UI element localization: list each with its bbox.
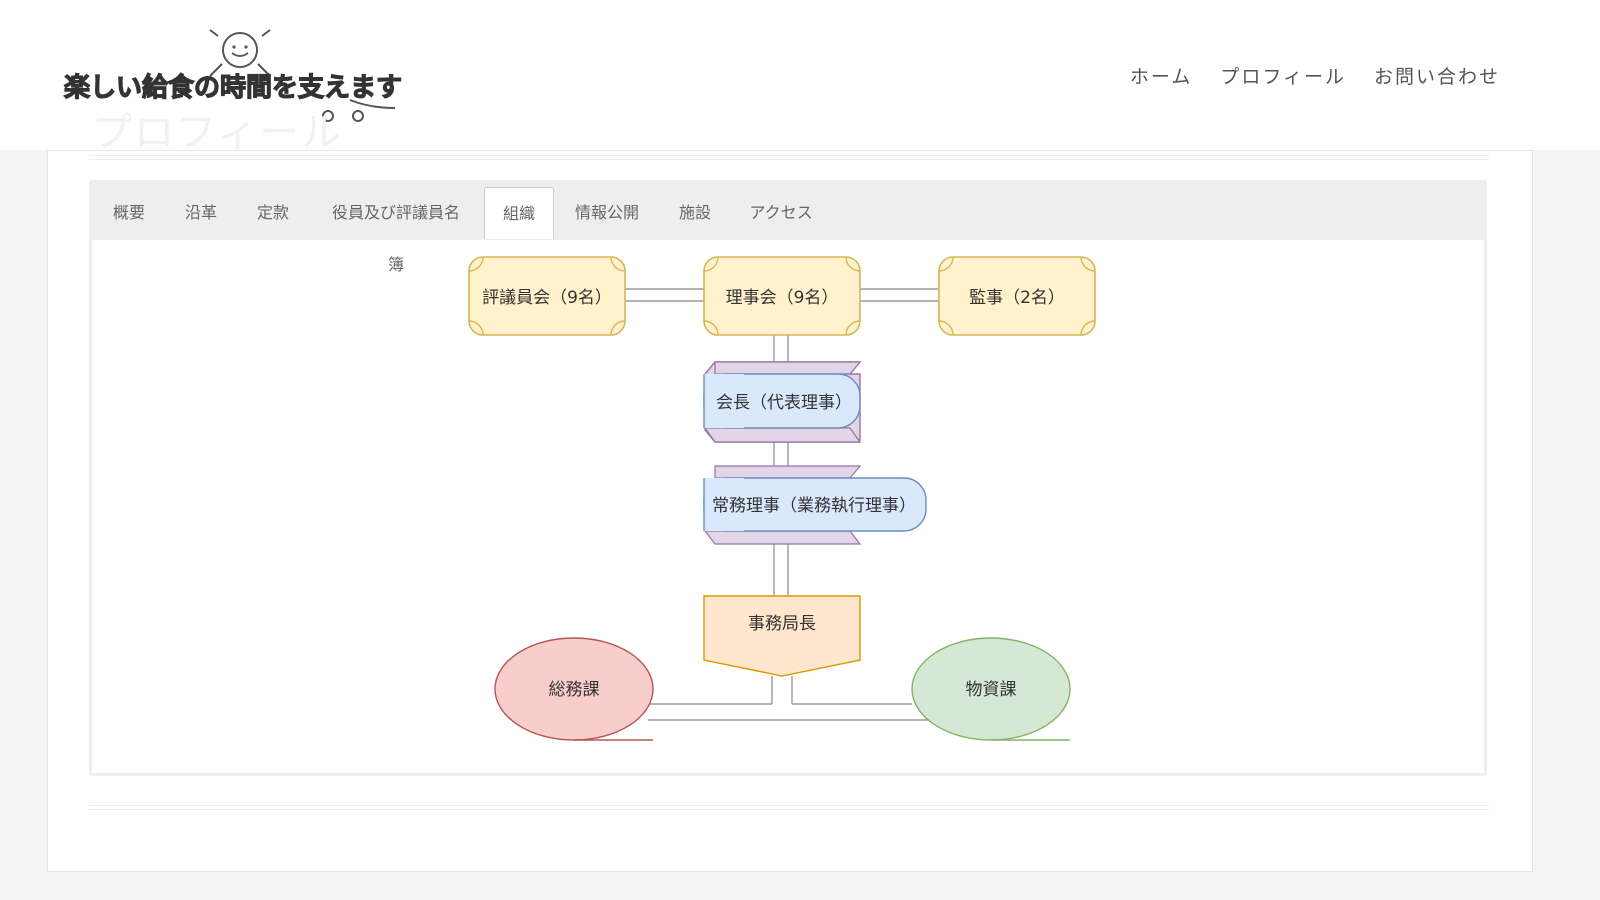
divider-bottom xyxy=(89,805,1489,810)
councilors-box: 評議員会（9名） xyxy=(468,256,626,336)
councilors-label: 評議員会（9名） xyxy=(482,288,612,308)
board-label: 理事会（9名） xyxy=(726,288,839,308)
chairman-box: 会長（代表理事） xyxy=(703,361,862,443)
tab-facilities[interactable]: 施設 xyxy=(678,203,711,222)
tab-access[interactable]: アクセス xyxy=(749,203,813,222)
materials-label: 物資課 xyxy=(966,680,1017,700)
auditors-box: 監事（2名） xyxy=(938,256,1096,336)
page-title-ghost: プロフィール xyxy=(92,110,344,156)
auditors-label: 監事（2名） xyxy=(969,288,1065,308)
secretary-general-label: 事務局長 xyxy=(748,614,816,634)
tab-overview[interactable]: 概要 xyxy=(112,203,145,222)
nav-profile[interactable]: プロフィール xyxy=(1220,66,1346,88)
tab-disclosure[interactable]: 情報公開 xyxy=(574,203,639,222)
tab-articles[interactable]: 定款 xyxy=(256,203,289,222)
logo-text: 楽しい給食の時間を支えます xyxy=(64,72,402,103)
general-affairs-node: 総務課 xyxy=(494,637,654,741)
materials-node: 物資課 xyxy=(911,637,1071,741)
tab-history[interactable]: 沿革 xyxy=(184,203,217,222)
site-logo[interactable]: 楽しい給食の時間を支えます xyxy=(60,28,410,128)
divider-top xyxy=(89,155,1489,160)
site-header: 楽しい給食の時間を支えます プロフィール ホーム プロフィール お問い合わせ xyxy=(0,0,1600,156)
chairman-label: 会長（代表理事） xyxy=(716,393,852,413)
tab-bar: 概要 沿革 定款 役員及び評議員名簿 組織 情報公開 施設 アクセス xyxy=(92,183,1484,274)
connector-lines xyxy=(625,288,939,721)
nav-contact[interactable]: お問い合わせ xyxy=(1373,66,1500,88)
mascot-icon xyxy=(209,29,396,122)
main-nav: ホーム プロフィール お問い合わせ xyxy=(1130,62,1500,89)
general-affairs-label: 総務課 xyxy=(549,680,600,700)
executive-director-label: 常務理事（業務執行理事） xyxy=(712,496,916,516)
secretary-general-box: 事務局長 xyxy=(703,595,861,677)
tab-officers[interactable]: 役員及び評議員名簿 xyxy=(331,203,460,274)
board-box: 理事会（9名） xyxy=(703,256,861,336)
tab-organization[interactable]: 組織 xyxy=(484,187,554,239)
nav-home[interactable]: ホーム xyxy=(1129,66,1193,88)
executive-director-box: 常務理事（業務執行理事） xyxy=(703,465,927,545)
